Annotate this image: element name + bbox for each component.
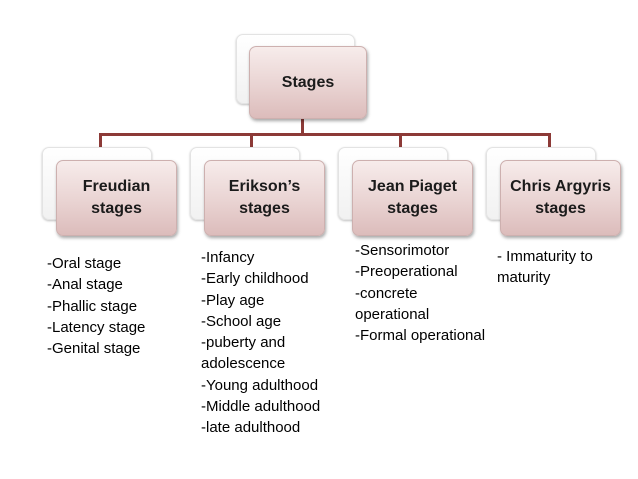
root-node: Stages <box>249 46 367 119</box>
root-node-label: Stages <box>281 73 335 91</box>
list-item: -late adulthood <box>201 419 301 437</box>
erikson-node: Erikson’s stages <box>204 160 325 236</box>
list-item: -Latency stage <box>47 318 146 336</box>
freudian-node-title-line1: Freudian <box>82 178 151 195</box>
argyris-node-title-line1: Chris Argyris <box>510 178 611 195</box>
list-item: -concrete <box>355 284 418 302</box>
argyris-node-title-line2: stages <box>535 200 586 217</box>
list-item: adolescence <box>201 355 286 373</box>
erikson-node-title-line1: Erikson’s <box>228 178 301 195</box>
list-item: -Anal stage <box>47 276 123 294</box>
list-item: -Genital stage <box>47 340 141 358</box>
piaget-node-title-line1: Jean Piaget <box>368 178 457 195</box>
list-item: -Young adulthood <box>201 376 319 394</box>
list-item: -Phallic stage <box>47 297 138 315</box>
erikson-stage-list: -Infancy -Early childhood -Play age -Sch… <box>201 247 320 439</box>
argyris-node: Chris Argyris stages <box>500 160 621 236</box>
freudian-node: Freudian stages <box>56 160 177 236</box>
list-item: -Sensorimotor <box>355 242 450 259</box>
list-item: -puberty and <box>201 334 286 352</box>
list-item: -Infancy <box>201 249 255 266</box>
list-item: -Play age <box>201 291 265 309</box>
list-item: -Preoperational <box>355 263 458 281</box>
list-item: -Early childhood <box>201 270 309 288</box>
connector-root-down <box>301 117 304 135</box>
list-item: maturity <box>497 269 551 287</box>
list-item: -School age <box>201 312 282 330</box>
piaget-node: Jean Piaget stages <box>352 160 473 236</box>
list-item: -Formal operational <box>355 327 486 345</box>
piaget-node-title-line2: stages <box>387 200 438 217</box>
connector-horizontal <box>99 133 551 136</box>
argyris-stage-list: - Immaturity to maturity <box>497 246 593 289</box>
list-item: -Oral stage <box>47 255 122 272</box>
list-item: operational <box>355 305 430 323</box>
piaget-stage-list: -Sensorimotor -Preoperational -concrete … <box>355 240 485 346</box>
freudian-stage-list: -Oral stage -Anal stage -Phallic stage -… <box>47 253 145 359</box>
freudian-node-title-line2: stages <box>91 200 142 217</box>
list-item: -Middle adulthood <box>201 398 321 416</box>
erikson-node-title-line2: stages <box>239 200 290 217</box>
list-item: - Immaturity to <box>497 248 593 265</box>
